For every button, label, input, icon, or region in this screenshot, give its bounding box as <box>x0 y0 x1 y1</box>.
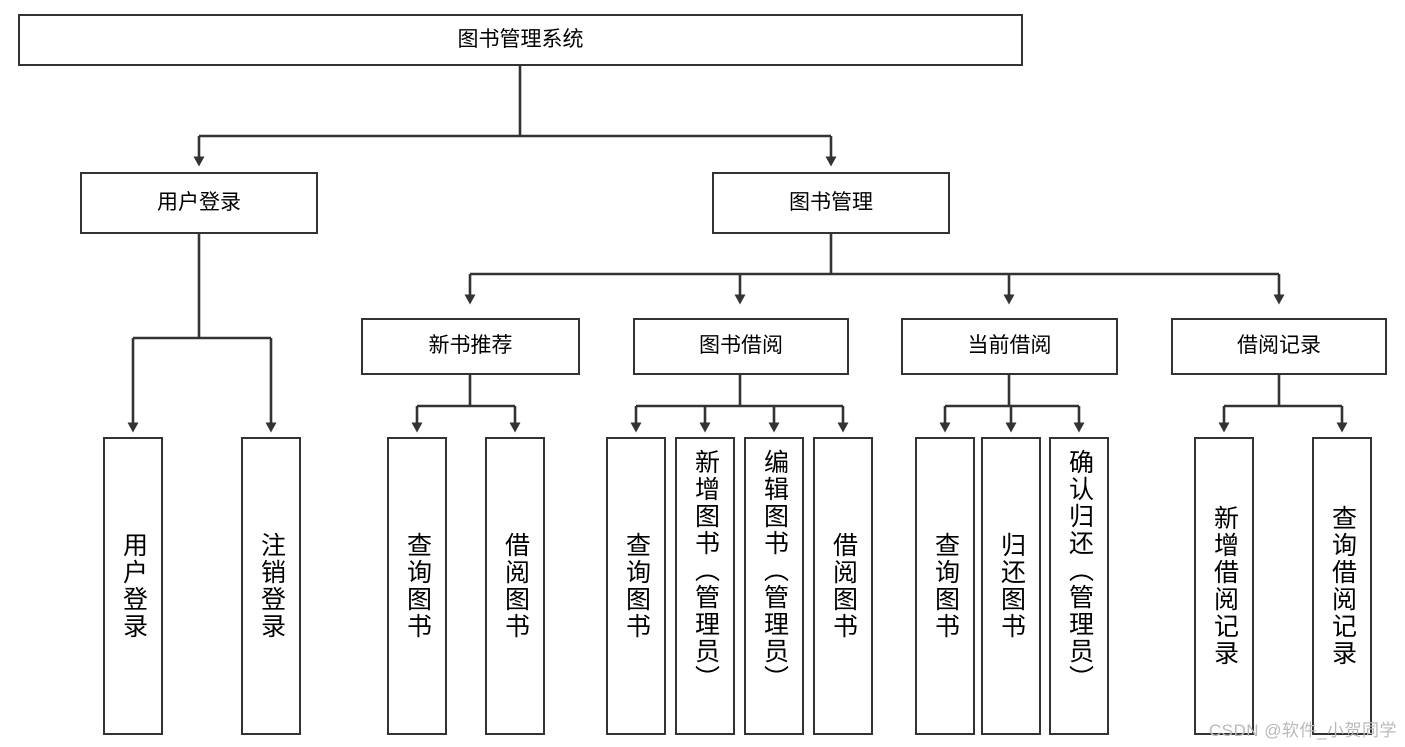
node-leaf-current-borrow-query-label: 查询图书 <box>931 532 960 640</box>
node-leaf-new-book-borrow-label: 借阅图书 <box>501 532 530 640</box>
node-leaf-book-borrow-add-label: 新增图书（管理员） <box>691 449 720 692</box>
node-user-login[interactable]: 用户登录 <box>80 172 318 234</box>
node-book-borrow[interactable]: 图书借阅 <box>633 318 849 375</box>
node-leaf-book-borrow-lend[interactable]: 借阅图书 <box>813 437 873 735</box>
node-book-management[interactable]: 图书管理 <box>712 172 950 234</box>
node-new-book-recommend-label: 新书推荐 <box>428 334 513 358</box>
node-leaf-borrow-record-add[interactable]: 新增借阅记录 <box>1194 437 1254 735</box>
node-root[interactable]: 图书管理系统 <box>18 14 1023 66</box>
node-leaf-user-login-signout-label: 注销登录 <box>257 532 286 640</box>
node-root-label: 图书管理系统 <box>457 27 584 51</box>
watermark: CSDN @软件_小贺同学 <box>1208 721 1397 740</box>
node-leaf-borrow-record-query-label: 查询借阅记录 <box>1328 505 1357 667</box>
node-leaf-current-borrow-confirm-label: 确认归还（管理员） <box>1065 449 1094 692</box>
node-leaf-borrow-record-query[interactable]: 查询借阅记录 <box>1312 437 1372 735</box>
node-current-borrow-label: 当前借阅 <box>967 334 1052 358</box>
node-leaf-new-book-query[interactable]: 查询图书 <box>387 437 447 735</box>
node-leaf-book-borrow-lend-label: 借阅图书 <box>829 532 858 640</box>
node-leaf-book-borrow-add[interactable]: 新增图书（管理员） <box>675 437 735 735</box>
node-borrow-record[interactable]: 借阅记录 <box>1171 318 1387 375</box>
node-leaf-current-borrow-query[interactable]: 查询图书 <box>915 437 975 735</box>
node-leaf-user-login-signin-label: 用户登录 <box>119 532 148 640</box>
node-leaf-current-borrow-confirm[interactable]: 确认归还（管理员） <box>1049 437 1109 735</box>
node-leaf-current-borrow-return[interactable]: 归还图书 <box>981 437 1041 735</box>
node-new-book-recommend[interactable]: 新书推荐 <box>361 318 580 375</box>
node-book-borrow-label: 图书借阅 <box>699 334 783 358</box>
node-book-management-label: 图书管理 <box>789 190 873 214</box>
node-leaf-new-book-borrow[interactable]: 借阅图书 <box>485 437 545 735</box>
node-leaf-user-login-signin[interactable]: 用户登录 <box>103 437 163 735</box>
node-user-login-label: 用户登录 <box>157 190 241 214</box>
node-leaf-borrow-record-add-label: 新增借阅记录 <box>1210 505 1239 667</box>
node-leaf-user-login-signout[interactable]: 注销登录 <box>241 437 301 735</box>
node-leaf-book-borrow-query-label: 查询图书 <box>622 532 651 640</box>
node-leaf-book-borrow-query[interactable]: 查询图书 <box>606 437 666 735</box>
node-leaf-new-book-query-label: 查询图书 <box>403 532 432 640</box>
node-leaf-book-borrow-edit-label: 编辑图书（管理员） <box>760 449 789 692</box>
node-leaf-book-borrow-edit[interactable]: 编辑图书（管理员） <box>744 437 804 735</box>
node-borrow-record-label: 借阅记录 <box>1237 334 1321 358</box>
node-current-borrow[interactable]: 当前借阅 <box>901 318 1118 375</box>
node-leaf-current-borrow-return-label: 归还图书 <box>997 532 1026 640</box>
